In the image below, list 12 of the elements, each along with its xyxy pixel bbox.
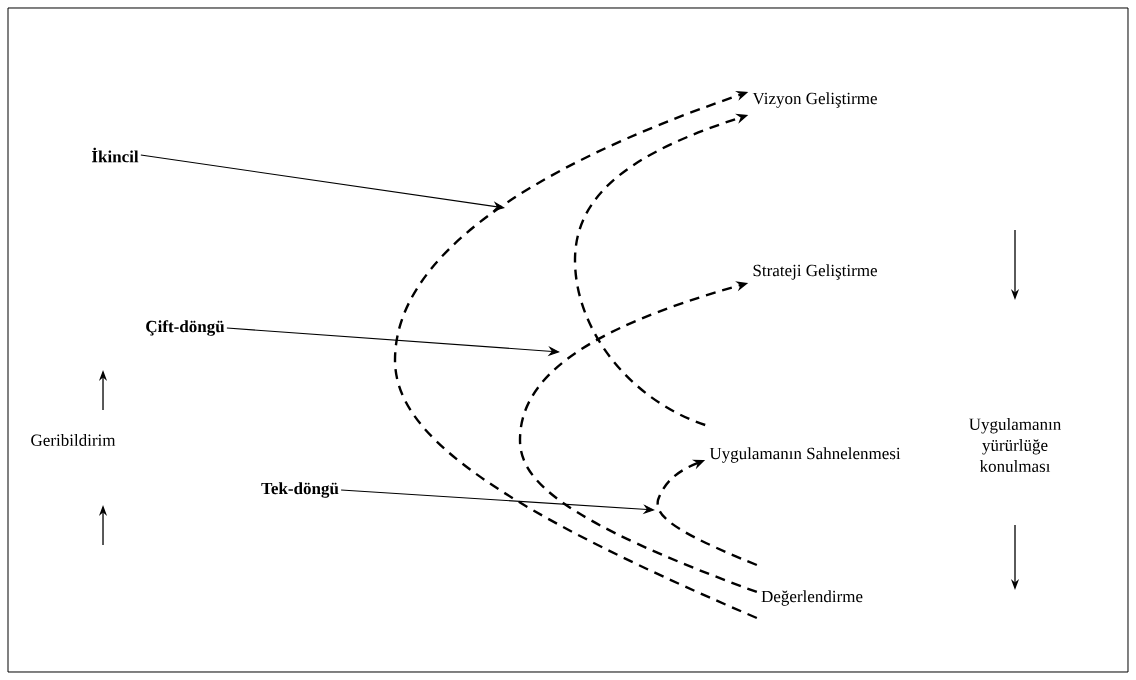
loop-label: İkincil bbox=[91, 147, 139, 163]
stage-label: Uygulamanın Sahnelenmesi bbox=[709, 447, 901, 463]
stage-label: Vizyon Geliştirme bbox=[752, 92, 877, 108]
stage-label: Değerlendirme bbox=[761, 590, 863, 606]
loop-label: Çift-döngü bbox=[146, 320, 225, 336]
loop-label: Tek-döngü bbox=[261, 482, 339, 498]
dashed-loop-arrow bbox=[518, 281, 758, 594]
dashed-loop-arrow bbox=[393, 91, 758, 620]
text-label: Uygulamanın yürürlüğe konulması bbox=[969, 418, 1062, 472]
dashed-loop-arrow bbox=[656, 459, 758, 567]
text-label: Geribildirim bbox=[31, 434, 116, 446]
stage-label: Strateji Geliştirme bbox=[753, 264, 877, 280]
